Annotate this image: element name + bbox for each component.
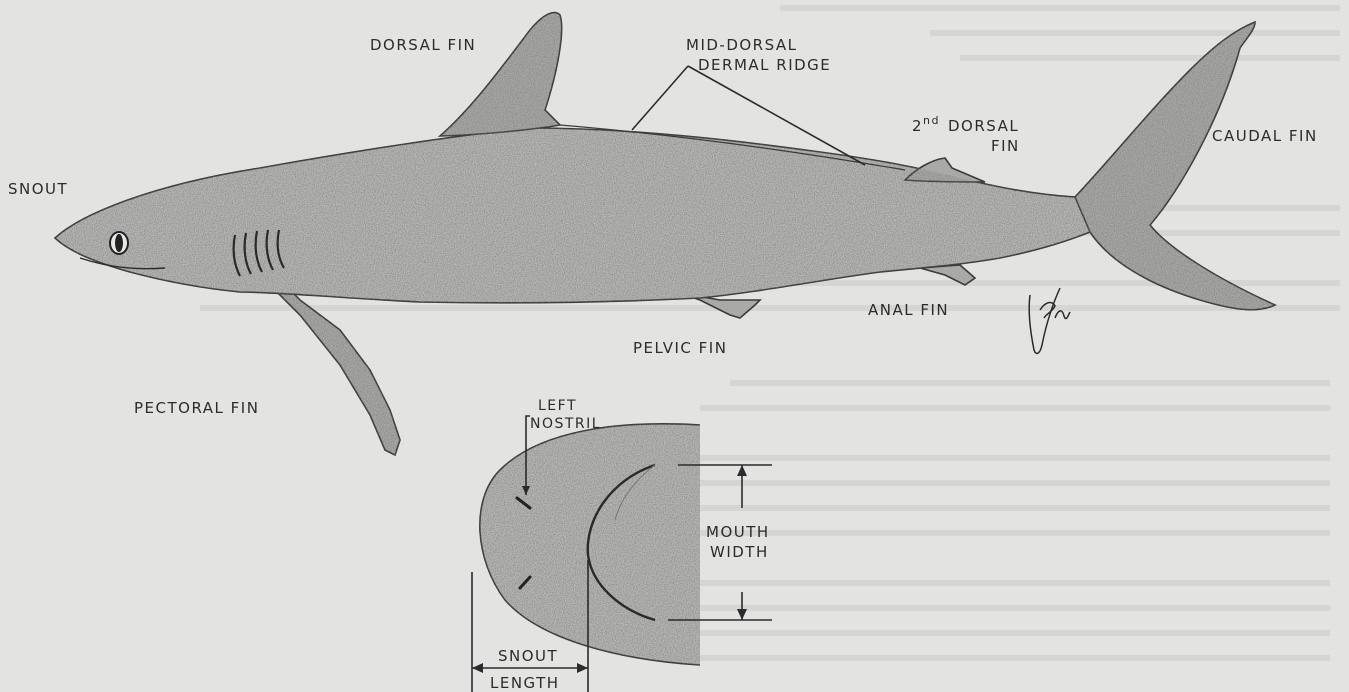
mid-dorsal-label-line1: MID-DORSAL bbox=[686, 36, 798, 54]
snout-detail-illustration bbox=[480, 424, 700, 665]
shark-illustration bbox=[55, 13, 1275, 455]
dorsal-fin-label: DORSAL FIN bbox=[370, 36, 476, 54]
left-nostril-label-line2: NOSTRIL bbox=[530, 416, 601, 432]
caudal-fin-label: CAUDAL FIN bbox=[1212, 127, 1318, 145]
artist-signature bbox=[1029, 288, 1070, 353]
pelvic-fin-label: PELVIC FIN bbox=[633, 339, 727, 357]
second-dorsal-fin-word: FIN bbox=[991, 137, 1020, 155]
second-dorsal-superscript: nd bbox=[923, 114, 940, 127]
snout-label: SNOUT bbox=[8, 180, 68, 198]
stipple-shading bbox=[55, 13, 1275, 455]
mouth-width-label-line2: WIDTH bbox=[710, 543, 769, 561]
mouth-width-label-line1: MOUTH bbox=[706, 523, 770, 541]
anal-fin-label: ANAL FIN bbox=[868, 301, 949, 319]
snout-length-label-line2: LENGTH bbox=[490, 674, 560, 692]
snout-length-label-line1: SNOUT bbox=[498, 647, 558, 665]
left-nostril-label-line1: LEFT bbox=[538, 398, 577, 414]
pectoral-fin-label: PECTORAL FIN bbox=[134, 399, 259, 417]
second-dorsal-word: DORSAL bbox=[948, 117, 1019, 135]
mid-dorsal-label-line2: DERMAL RIDGE bbox=[698, 56, 831, 74]
second-dorsal-number: 2 bbox=[912, 117, 923, 135]
